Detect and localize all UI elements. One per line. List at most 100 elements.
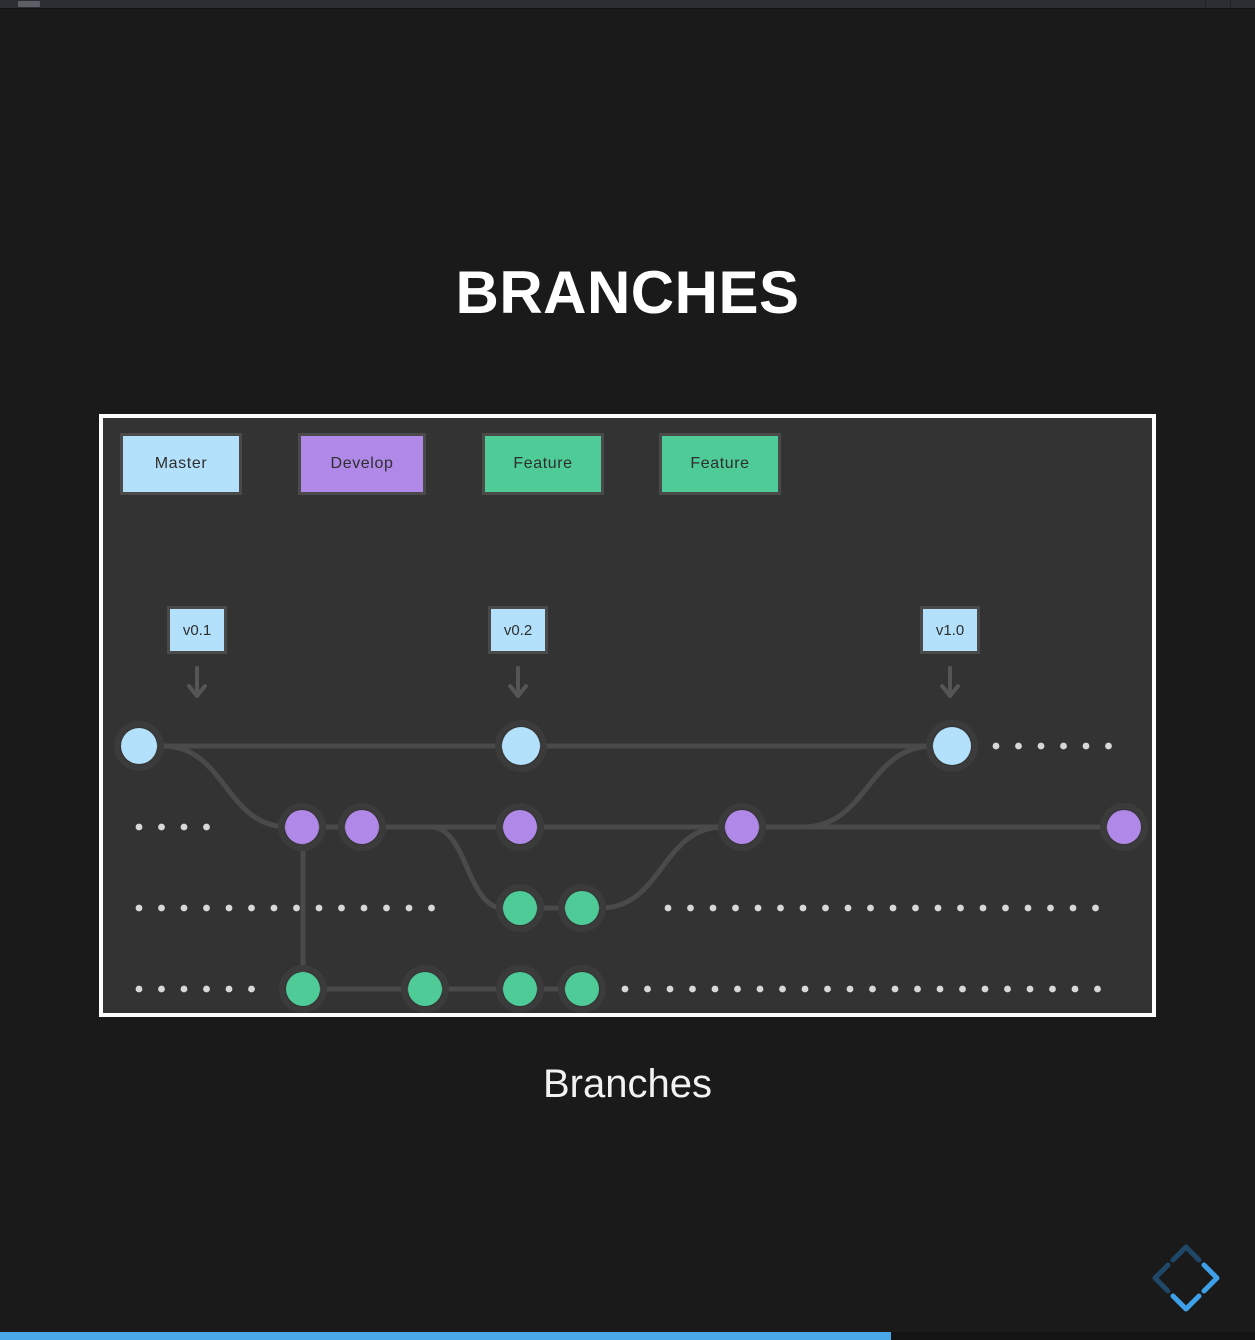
commit-node-feature_b-2[interactable] bbox=[503, 972, 537, 1006]
commit-node-master-0[interactable] bbox=[121, 728, 157, 764]
commit-node-ring bbox=[1100, 803, 1148, 851]
lane-dot-feature_a bbox=[1092, 904, 1099, 912]
branch-graph bbox=[114, 720, 1148, 1013]
legend-box-develop-1: Develop bbox=[298, 433, 426, 495]
connector-develop-to-master-1 bbox=[800, 743, 936, 830]
lane-dot-feature_a bbox=[732, 904, 739, 912]
lane-dot-feature_b bbox=[689, 985, 696, 993]
slide-navigation-control[interactable] bbox=[1140, 1232, 1232, 1324]
legend-box-feature-3: Feature bbox=[659, 433, 781, 495]
lane-dot-feature_b bbox=[180, 985, 188, 993]
lane-dot-feature_a bbox=[315, 904, 323, 912]
commit-node-ring bbox=[338, 803, 386, 851]
slide-progress-fill bbox=[0, 1332, 892, 1340]
lane-dot-feature_a bbox=[934, 904, 942, 912]
lane-dot-develop bbox=[158, 823, 165, 831]
legend-label: Develop bbox=[330, 455, 394, 472]
version-tag-v0.2: v0.2 bbox=[488, 606, 548, 654]
chevron-left-icon[interactable] bbox=[1152, 1262, 1171, 1294]
lane-dot-feature_a bbox=[709, 904, 717, 912]
lane-dot-feature_a bbox=[664, 904, 672, 912]
lane-dot-feature_a bbox=[360, 904, 368, 912]
commit-node-master-1[interactable] bbox=[502, 727, 540, 765]
lane-dot-feature_a bbox=[383, 904, 390, 912]
chevron-up-icon[interactable] bbox=[1170, 1244, 1202, 1263]
lane-dot-feature_a bbox=[1069, 904, 1077, 912]
lane-dot-feature_a bbox=[867, 904, 874, 912]
commit-node-feature_b-1[interactable] bbox=[408, 972, 442, 1006]
commit-node-ring bbox=[114, 721, 164, 771]
lane-dot-feature_b bbox=[779, 985, 786, 993]
lane-dot-feature_a bbox=[158, 904, 165, 912]
connector-develop-to-feature_a-2 bbox=[428, 824, 506, 911]
lane-dot-feature_a bbox=[1002, 904, 1009, 912]
lane-dot-feature_b bbox=[891, 985, 899, 993]
lane-dot-feature_a bbox=[270, 904, 278, 912]
lane-dot-feature_b bbox=[756, 985, 764, 993]
lane-dot-feature_a bbox=[1047, 904, 1054, 912]
commit-node-develop-4[interactable] bbox=[1107, 810, 1141, 844]
commit-node-develop-1[interactable] bbox=[345, 810, 379, 844]
lane-dot-feature_b bbox=[666, 985, 674, 993]
lane-dot-feature_b bbox=[248, 985, 255, 993]
lane-dot-feature_a bbox=[135, 904, 143, 912]
lane-dot-feature_b bbox=[959, 985, 966, 993]
toolbar-divider bbox=[1205, 0, 1206, 9]
commit-node-ring bbox=[278, 803, 326, 851]
commit-node-ring bbox=[718, 803, 766, 851]
version-tag-label: v0.2 bbox=[503, 621, 533, 639]
chevron-right-icon[interactable] bbox=[1201, 1262, 1220, 1294]
slide-progress-track[interactable] bbox=[0, 1332, 1255, 1340]
lane-dot-feature_b bbox=[225, 985, 233, 993]
commit-node-ring bbox=[495, 720, 547, 772]
lane-dot-master bbox=[1105, 742, 1112, 750]
toolbar-divider bbox=[1230, 0, 1231, 9]
lane-dot-feature_b bbox=[1049, 985, 1056, 993]
chevron-down-icon[interactable] bbox=[1170, 1293, 1202, 1312]
lane-dot-feature_b bbox=[711, 985, 719, 993]
version-tag-v1.0: v1.0 bbox=[920, 606, 980, 654]
commit-node-feature_b-3[interactable] bbox=[565, 972, 599, 1006]
commit-node-master-2[interactable] bbox=[933, 727, 971, 765]
lane-dot-feature_a bbox=[799, 904, 807, 912]
lane-dot-feature_a bbox=[844, 904, 852, 912]
lane-dot-feature_b bbox=[869, 985, 876, 993]
legend-box-master-0: Master bbox=[120, 433, 242, 495]
lane-dot-feature_b bbox=[644, 985, 651, 993]
commit-node-develop-0[interactable] bbox=[285, 810, 319, 844]
lane-dot-feature_a bbox=[338, 904, 345, 912]
lane-dot-feature_a bbox=[687, 904, 694, 912]
lane-dot-develop bbox=[135, 823, 143, 831]
lane-dot-feature_a bbox=[822, 904, 829, 912]
branch-diagram-panel: Master Develop Feature Feature v0.1 v0.2 v1.0 bbox=[99, 414, 1156, 1017]
lane-dot-feature_b bbox=[1094, 985, 1101, 993]
commit-node-ring bbox=[279, 965, 327, 1013]
connector-master-to-develop-0 bbox=[160, 743, 291, 830]
lane-dot-feature_a bbox=[225, 904, 233, 912]
lane-dot-feature_a bbox=[293, 904, 300, 912]
app-toolbar bbox=[0, 0, 1255, 9]
lane-dot-master bbox=[1060, 742, 1067, 750]
legend-label: Master bbox=[154, 455, 208, 472]
version-tag-v0.1: v0.1 bbox=[167, 606, 227, 654]
commit-node-develop-3[interactable] bbox=[725, 810, 759, 844]
toolbar-menu-chip[interactable] bbox=[18, 1, 40, 7]
legend-label: Feature bbox=[513, 455, 573, 472]
commit-node-ring bbox=[401, 965, 449, 1013]
slide-title: BRANCHES bbox=[455, 259, 800, 326]
lane-dot-feature_b bbox=[734, 985, 741, 993]
lane-dot-feature_b bbox=[621, 985, 629, 993]
commit-node-feature_b-0[interactable] bbox=[286, 972, 320, 1006]
legend-box-feature-2: Feature bbox=[482, 433, 604, 495]
commit-node-feature_a-0[interactable] bbox=[503, 891, 537, 925]
lane-dot-feature_a bbox=[180, 904, 188, 912]
lane-dot-feature_a bbox=[754, 904, 762, 912]
lane-dot-feature_a bbox=[777, 904, 784, 912]
commit-node-feature_a-1[interactable] bbox=[565, 891, 599, 925]
commit-node-develop-2[interactable] bbox=[503, 810, 537, 844]
lane-dot-develop bbox=[180, 823, 188, 831]
lane-dot-feature_b bbox=[1004, 985, 1011, 993]
lane-dot-feature_a bbox=[1024, 904, 1032, 912]
lane-dot-feature_b bbox=[203, 985, 210, 993]
